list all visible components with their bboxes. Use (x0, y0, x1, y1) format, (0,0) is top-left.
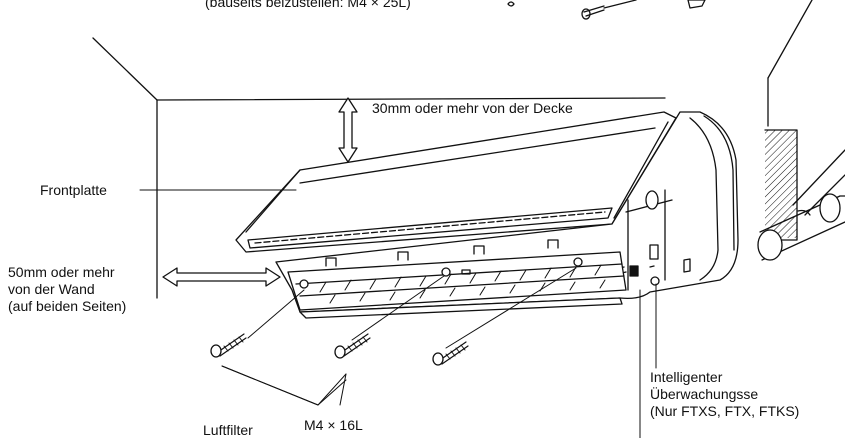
sensor-line2: Überwachungsse (650, 386, 759, 402)
wall-clearance-line3: (auf beiden Seiten) (8, 298, 127, 314)
screw-icon (210, 333, 247, 358)
unit-body (275, 111, 739, 319)
screw-icon (334, 333, 371, 359)
screw-spec-label: M4 × 16L (304, 417, 363, 433)
ceiling-clearance-arrow (338, 97, 358, 163)
ceiling-clearance-label: 30mm oder mehr von der Decke (372, 100, 573, 116)
front-panel (235, 111, 677, 253)
wall-clearance-line1: 50mm oder mehr (8, 264, 115, 280)
sensor-line3: (Nur FTXS, FTX, FTKS) (650, 403, 800, 419)
wall-clearance-arrow (162, 267, 281, 287)
air-filter-label: Luftfilter (203, 422, 253, 438)
screw-icon (432, 341, 469, 366)
wall-clearance-line2: von der Wand (8, 281, 95, 297)
room-walls (92, 0, 813, 299)
wall-pipe (757, 129, 845, 261)
sensor-label: Intelligenter Überwachungsse (Nur FTXS, … (650, 369, 799, 420)
front-panel-label: Frontplatte (40, 182, 107, 198)
leader-lines (139, 189, 657, 438)
sensor-line1: Intelligenter (650, 369, 723, 385)
top-clipped-label: (bauseits beizustellen: M4 × 25L) (205, 0, 411, 10)
top-screw-fragment (507, 0, 706, 20)
wall-clearance-label: 50mm oder mehr von der Wand (auf beiden … (8, 264, 126, 315)
